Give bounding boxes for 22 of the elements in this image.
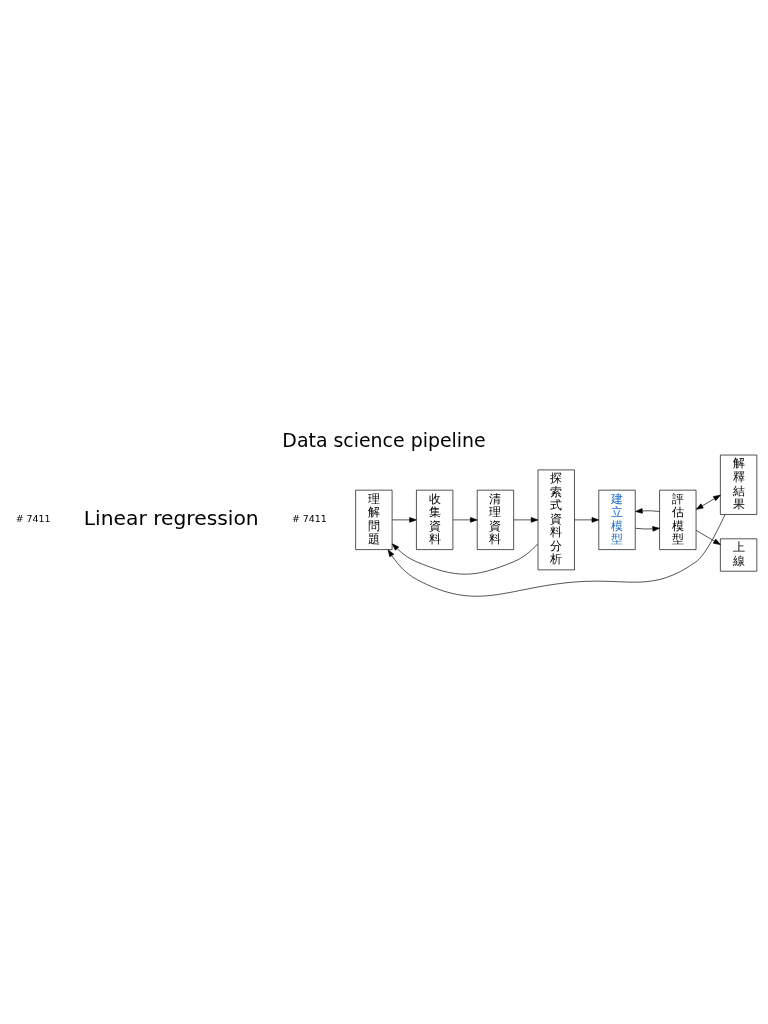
arrow	[387, 513, 726, 596]
arrow	[392, 516, 417, 523]
node-box: 解釋結果	[720, 454, 758, 515]
arrow	[696, 529, 721, 545]
node-box: 收集資料	[416, 489, 454, 550]
diagram-title: Data science pipeline	[282, 428, 486, 451]
node-box: 清理資料	[476, 489, 514, 550]
label: # 7411	[15, 512, 51, 524]
node-box: 上線	[720, 537, 758, 572]
arrow	[452, 516, 478, 523]
node-box: 理解問題	[355, 489, 393, 550]
label: # 7411	[291, 512, 327, 524]
node-box: 探索式資料分析	[537, 469, 575, 570]
arrow	[513, 516, 539, 523]
node-box: 建立模型	[598, 489, 636, 550]
arrow	[635, 507, 660, 514]
arrow	[635, 525, 660, 532]
arrow	[391, 543, 539, 574]
arrow	[696, 494, 721, 510]
arrow	[574, 516, 600, 523]
label: Linear regression	[83, 505, 259, 530]
node-box: 評估模型	[659, 489, 697, 550]
